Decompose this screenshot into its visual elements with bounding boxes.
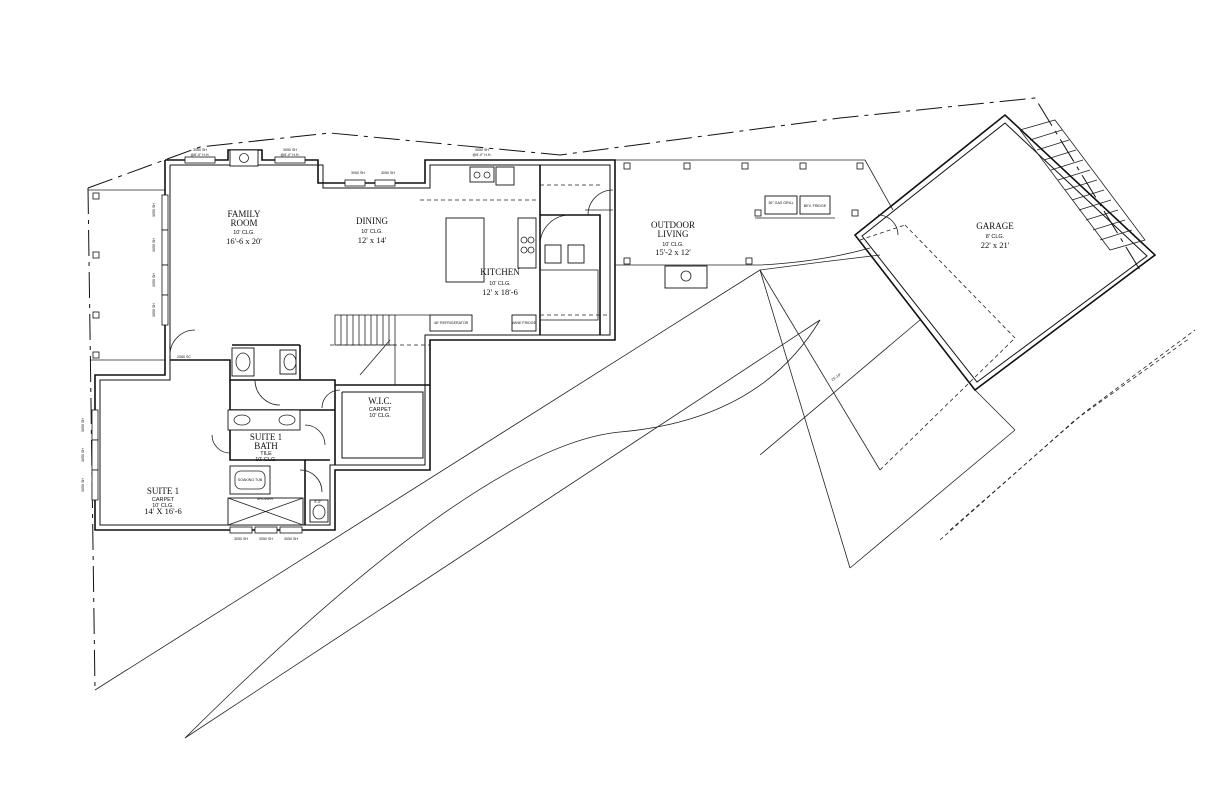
note-door: 2080 SC xyxy=(177,355,191,359)
window-tag-3: 3050 SH xyxy=(351,171,365,175)
dining-name: DINING xyxy=(356,216,388,226)
property-lines xyxy=(87,97,1196,739)
wic-name: W.I.C. xyxy=(368,396,391,406)
window-tag-8: 3050 SH xyxy=(284,537,298,541)
label-wic: W.I.C. CARPET 10' CLG. xyxy=(368,396,392,419)
range xyxy=(517,217,537,269)
fireplace-family xyxy=(229,149,259,167)
suite-dims: 14' X 16'-6 xyxy=(144,506,182,516)
window-hdr-5: @8'-0" H.H. xyxy=(473,153,492,157)
bev-fridge xyxy=(799,195,831,215)
outdoor-living-name-1: OUTDOOR xyxy=(651,220,695,230)
suite-bath-name-2: BATH xyxy=(254,441,278,451)
family-room-dims: 16'-6 x 20' xyxy=(226,236,262,246)
window-hdr-1: @8'-0" H.H. xyxy=(191,153,210,157)
window-tag-6: 3050 SH xyxy=(234,537,248,541)
suite-bath-ceiling: 10' CLG. xyxy=(255,457,277,463)
note-wall-5-0: 5'-0" xyxy=(314,500,322,504)
wic-floor: CARPET xyxy=(369,407,392,413)
suite-floor: CARPET xyxy=(152,497,175,503)
suite-bath-floor: TILE xyxy=(260,451,272,457)
suite-name: SUITE 1 xyxy=(147,486,179,496)
vanity xyxy=(227,409,301,431)
outdoor-living-dims: 15'-2 x 12' xyxy=(655,247,691,257)
note-tub: SOAKING TUB xyxy=(238,478,263,482)
garage-name: GARAGE xyxy=(976,221,1014,231)
window-tag-14: 3050 SH xyxy=(81,448,85,462)
garage-ceiling: 8' CLG. xyxy=(986,234,1005,240)
label-suite: SUITE 1 CARPET 10' CLG. 14' X 16'-6 xyxy=(144,486,182,516)
suite-ceiling: 10' CLG. xyxy=(152,503,174,509)
kitchen-name: KITCHEN xyxy=(480,267,520,277)
window-tag-15: 3050 SH xyxy=(81,478,85,492)
main-stairs xyxy=(334,314,430,385)
dining-dims: 12' x 14' xyxy=(358,235,387,245)
interior-walls xyxy=(170,165,610,525)
label-suite-bath: SUITE 1 BATH TILE 10' CLG. xyxy=(250,432,282,463)
windows xyxy=(91,156,396,534)
kitchen-sink xyxy=(469,166,495,183)
label-outdoor-living: OUTDOOR LIVING 10' CLG. 15'-2 x 12' xyxy=(651,220,695,257)
kitchen-island xyxy=(445,217,485,283)
label-kitchen: KITCHEN 10' CLG. 12' x 18'-6 xyxy=(480,267,520,297)
label-garage: GARAGE 8' CLG. 22' x 21' xyxy=(976,221,1014,250)
wine-fridge xyxy=(511,314,537,332)
refrigerator xyxy=(429,314,473,332)
suite-bath-name-1: SUITE 1 xyxy=(250,432,282,442)
garage-dims: 22' x 21' xyxy=(981,240,1010,250)
note-shower: SHOWER xyxy=(257,497,274,501)
label-dining: DINING 10' CLG. 12' x 14' xyxy=(356,216,388,245)
kitchen-fixtures xyxy=(429,166,614,332)
kitchen-dims: 12' x 18'-6 xyxy=(482,287,518,297)
outdoor-living-ceiling: 10' CLG. xyxy=(662,242,684,248)
window-tag-9: 3050 SH xyxy=(152,203,156,217)
window-tag-1: 3050 SH xyxy=(193,148,207,152)
fireplace-outdoor xyxy=(664,265,708,289)
window-tag-7: 3050 SH xyxy=(259,537,273,541)
columns xyxy=(92,162,864,359)
window-tag-4: 3050 SH xyxy=(381,171,395,175)
note-wine-fridge: WINE FRIDGE xyxy=(512,321,537,325)
gas-grill xyxy=(764,195,798,215)
bath-fixtures xyxy=(227,347,329,526)
window-tag-11: 3050 SH xyxy=(152,273,156,287)
wic-ceiling: 10' CLG. xyxy=(369,413,391,419)
family-room-ceiling: 10' CLG. xyxy=(233,230,255,236)
plan-notes: 5'-0" 25'-10" 48" REFRIGERATOR WINE FRID… xyxy=(81,148,843,541)
window-tag-12: 3050 SH xyxy=(152,303,156,317)
window-tag-2: 3050 SH xyxy=(283,148,297,152)
kitchen-ceiling: 10' CLG. xyxy=(489,281,511,287)
window-tag-5: 3050 SH xyxy=(475,148,489,152)
note-angle-dim: 25'-10" xyxy=(831,372,843,382)
window-tag-13: 3050 SH xyxy=(81,418,85,432)
note-refrigerator: 48" REFRIGERATOR xyxy=(434,321,469,325)
label-family-room: FAMILY ROOM 10' CLG. 16'-6 x 20' xyxy=(226,209,262,246)
family-room-name-1: FAMILY xyxy=(228,209,261,219)
window-hdr-2: @8'-0" H.H. xyxy=(281,153,300,157)
outdoor-fixtures xyxy=(755,195,835,219)
dining-ceiling: 10' CLG. xyxy=(361,229,383,235)
note-bev-fridge: BEV. FRIDGE xyxy=(804,204,827,208)
family-room-name-2: ROOM xyxy=(230,218,257,228)
note-gas-grill: 36" GAS GRILL xyxy=(768,201,793,205)
garage-stair-treads xyxy=(1029,129,1133,241)
window-tag-10: 3050 SH xyxy=(152,238,156,252)
doors xyxy=(169,209,899,493)
outdoor-living-name-2: LIVING xyxy=(658,229,689,239)
